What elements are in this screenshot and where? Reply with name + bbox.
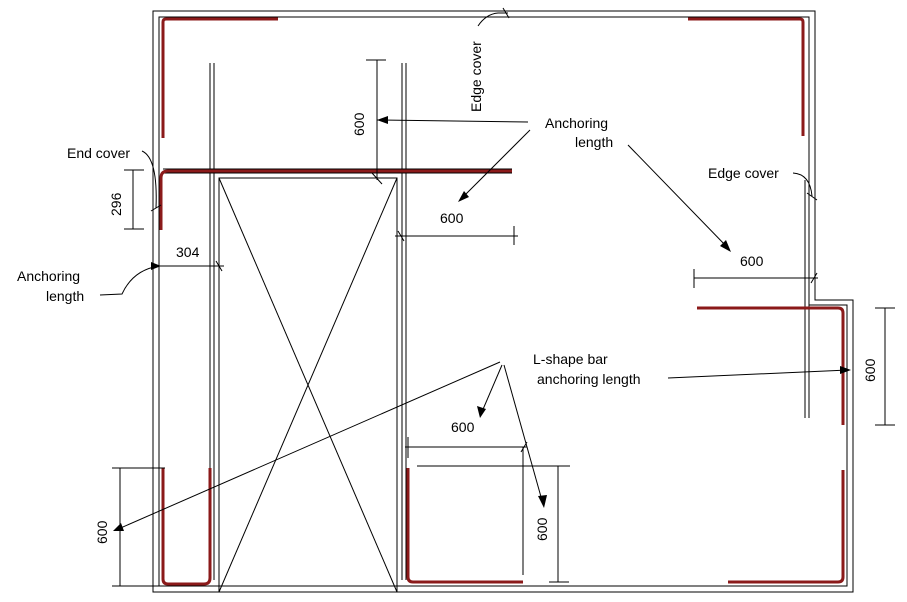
leader-edge-cover-top-tick <box>502 7 510 19</box>
leader-anchoring-top-3 <box>627 144 729 249</box>
opening-cross-2 <box>218 177 398 593</box>
leader-edge-cover-right-tick <box>806 192 818 201</box>
dim-right-vertical-text: 600 <box>862 358 878 382</box>
slab-outline-inner <box>158 16 848 587</box>
leader-arrow-lshape-4 <box>840 366 851 374</box>
rebar-hook-top-left <box>159 169 512 230</box>
label-edge-cover-right: Edge cover <box>708 165 779 181</box>
label-anchoring-top-1: Anchoring <box>545 115 608 131</box>
rebar-bottom-mid-L <box>406 468 523 584</box>
label-anchoring-left-2: length <box>46 288 84 304</box>
leader-lshape-3 <box>503 364 544 505</box>
dim-right-horizontal-tick-2 <box>810 272 818 284</box>
leader-arrow-3 <box>720 240 731 252</box>
label-end-cover: End cover <box>67 145 130 161</box>
opening-rect <box>218 177 398 593</box>
label-lshape-2: anchoring length <box>537 371 641 387</box>
rebar-top-right-corner <box>688 17 805 136</box>
dim-304-text: 304 <box>176 244 200 260</box>
dim-top-horizontal-tick-2 <box>397 230 405 242</box>
leader-lshape-4 <box>667 369 849 379</box>
dim-top-horizontal-text: 600 <box>440 210 464 226</box>
leader-arrow-lshape-2 <box>477 406 486 418</box>
leader-edge-cover-top <box>477 12 508 27</box>
dim-top-vertical-tick-2 <box>371 172 383 185</box>
slab-outline-outer <box>152 10 854 593</box>
leader-arrow-1 <box>377 116 388 124</box>
leader-anchoring-top-1 <box>376 119 529 123</box>
leader-end-cover <box>141 150 157 209</box>
leader-lshape-1 <box>115 361 501 531</box>
dim-left-bottom-text: 600 <box>94 520 110 544</box>
rebar-right-L <box>697 306 845 425</box>
leader-end-cover-tick <box>150 204 162 212</box>
dim-right-horizontal-text: 600 <box>740 253 764 269</box>
leader-arrow-left <box>151 262 161 270</box>
dim-top-vertical-text: 600 <box>351 112 367 136</box>
label-anchoring-top-2: length <box>575 134 613 150</box>
rebar-bottom-right-L <box>728 470 845 584</box>
leader-arrow-lshape-3 <box>538 495 547 508</box>
dim-304-tick-1 <box>215 260 223 272</box>
dim-296-text: 296 <box>108 192 124 216</box>
leader-arrow-lshape-1 <box>113 523 124 531</box>
rebar-top-left-corner <box>161 17 278 138</box>
leader-anchoring-top-2 <box>461 129 531 199</box>
label-lshape-1: L-shape bar <box>533 351 608 367</box>
label-anchoring-left-1: Anchoring <box>17 268 80 284</box>
leader-anchoring-left <box>99 265 160 296</box>
leader-edge-cover-right <box>792 172 813 197</box>
dim-bottom-horizontal-text: 600 <box>451 419 475 435</box>
label-edge-cover-top: Edge cover <box>468 41 484 112</box>
leader-arrow-2 <box>458 191 469 202</box>
dim-bottom-vertical-text: 600 <box>534 517 550 541</box>
leader-lshape-2 <box>480 364 503 415</box>
rebar-bottom-left-L <box>161 468 212 586</box>
